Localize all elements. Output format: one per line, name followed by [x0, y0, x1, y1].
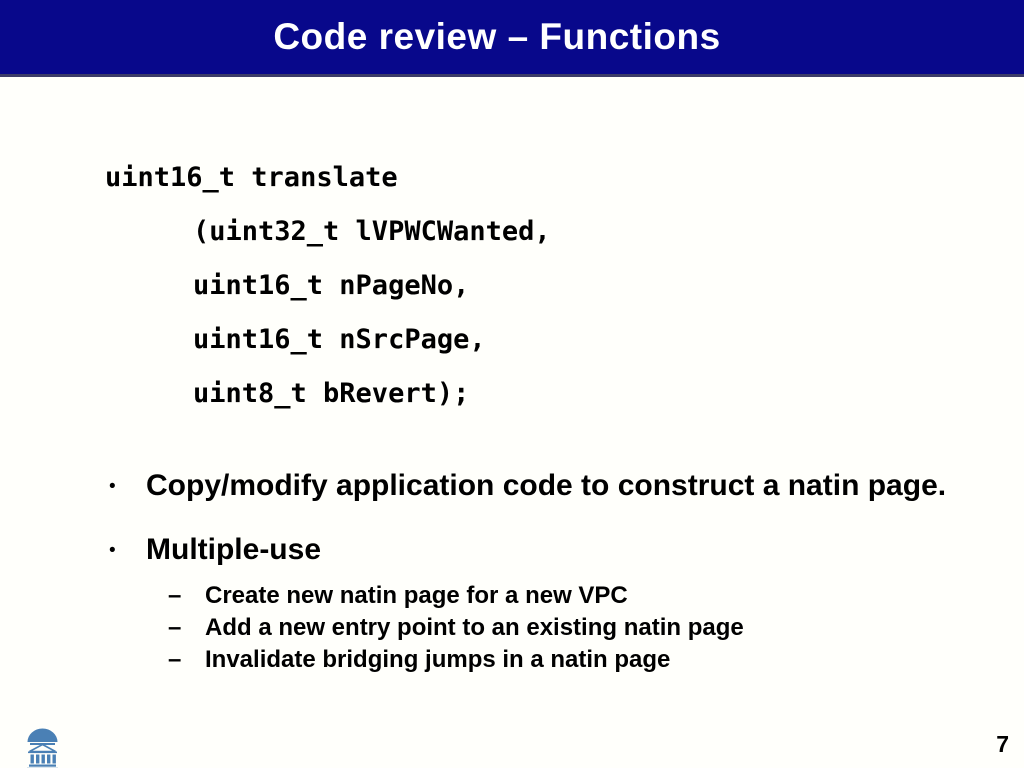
sub-bullet-label: Add a new entry point to an existing nat… [205, 614, 744, 641]
page-number: 7 [996, 731, 1009, 757]
rotunda-logo-icon [27, 728, 58, 768]
sub-bullet-label: Invalidate bridging jumps in a natin pag… [205, 646, 671, 673]
code-line: uint16_t translate [105, 162, 398, 193]
bullet-item: • Multiple-use [105, 532, 985, 570]
dash-icon: – [168, 614, 182, 641]
code-block: uint16_t translate (uint32_t lVPWCWanted… [105, 151, 551, 421]
sub-bullet-item: – Add a new entry point to an existing n… [168, 612, 985, 644]
slide-title: Code review – Functions [273, 16, 721, 57]
sub-bullet-list: – Create new natin page for a new VPC – … [168, 580, 985, 676]
title-bar: Code review – Functions [0, 0, 1024, 77]
dash-icon: – [168, 582, 182, 609]
bullet-icon: • [109, 476, 116, 497]
bullet-list: • Copy/modify application code to constr… [105, 468, 985, 676]
code-line: uint16_t nSrcPage, [193, 324, 486, 355]
code-line: uint8_t bRevert); [193, 378, 470, 409]
bullet-label: Multiple-use [146, 533, 322, 566]
sub-bullet-item: – Create new natin page for a new VPC [168, 580, 985, 612]
code-line: uint16_t nPageNo, [193, 270, 470, 301]
dash-icon: – [168, 646, 182, 673]
bullet-item: • Copy/modify application code to constr… [105, 468, 985, 506]
code-line: (uint32_t lVPWCWanted, [193, 216, 551, 247]
bullet-icon: • [109, 540, 116, 561]
sub-bullet-item: – Invalidate bridging jumps in a natin p… [168, 644, 985, 676]
bullet-label: Copy/modify application code to construc… [146, 469, 947, 502]
sub-bullet-label: Create new natin page for a new VPC [205, 582, 628, 609]
